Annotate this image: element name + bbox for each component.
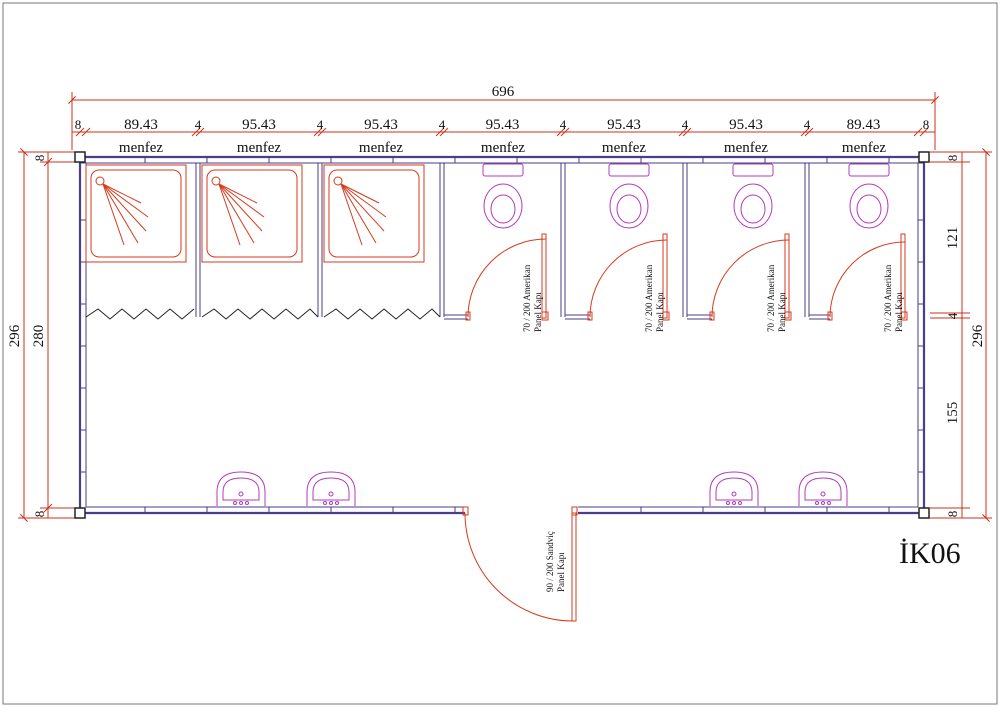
toilet-icon	[608, 163, 650, 229]
wc-door-3	[709, 233, 792, 321]
dim-right-outer: 296	[970, 324, 986, 347]
dim-top-seg-10: 95.43	[607, 117, 641, 133]
shower-2	[201, 164, 303, 263]
dim-top-seg-9: 4	[560, 117, 567, 132]
wc-door-label-4b: Panel Kapı	[894, 292, 904, 332]
wc-door-label-4a: 70 / 200 Amerikan	[883, 264, 893, 332]
dim-right-seg-2: 121	[945, 227, 961, 250]
dim-top-seg-6: 95.43	[364, 117, 398, 133]
entry-door-label-b: Panel Kapı	[556, 552, 566, 592]
sink-icon	[798, 471, 848, 506]
vent-labels: menfez menfez menfez menfez menfez menfez menf…	[119, 140, 886, 156]
shower-head-icon	[95, 176, 105, 186]
vent-label-7: menfez	[842, 140, 886, 156]
dim-top-seg-5: 4	[317, 117, 324, 132]
plan-title: İK06	[899, 537, 961, 570]
wc-stall-2	[587, 163, 670, 321]
top-segment-labels: 8 89.43 4 95.43 4 95.43 4 95.43 4 95.43 4 95.43 4 89.…	[75, 117, 930, 133]
vent-label-6: menfez	[724, 140, 768, 156]
dim-top-seg-4: 95.43	[242, 117, 276, 133]
vent-label-1: menfez	[119, 140, 163, 156]
dim-top-seg-3: 4	[195, 117, 202, 132]
dim-overall-width: 696	[492, 84, 515, 100]
dim-top-seg-14: 89.43	[847, 117, 881, 133]
shower-curtains	[85, 308, 441, 320]
vent-label-4: menfez	[481, 140, 525, 156]
dim-top-seg-13: 4	[804, 117, 811, 132]
wc-door-2	[587, 233, 670, 321]
sink-icon	[709, 471, 759, 506]
toilet-icon	[732, 163, 774, 229]
sinks	[216, 471, 848, 506]
wc-stalls	[465, 163, 908, 321]
toilet-icon	[482, 163, 524, 229]
vent-label-2: menfez	[237, 140, 281, 156]
wc-stall-1	[465, 163, 549, 321]
dim-top-seg-7: 4	[439, 117, 446, 132]
dim-left-bottom: 8	[32, 511, 47, 518]
wc-door-label-1a: 70 / 200 Amerikan	[522, 264, 532, 332]
sink-icon	[216, 471, 266, 506]
top-dimensions	[68, 92, 939, 150]
entry-door	[462, 506, 578, 622]
outer-walls	[74, 151, 930, 519]
wc-door-label-3b: Panel Kapı	[777, 292, 787, 332]
entry-door-label-a: 90 / 200 Sandviç	[545, 531, 555, 592]
dim-top-seg-1: 8	[75, 117, 82, 132]
dim-left-top: 8	[32, 155, 47, 162]
vent-label-3: menfez	[359, 140, 403, 156]
vent-label-5: menfez	[602, 140, 646, 156]
shower-head-icon	[333, 176, 343, 186]
dim-top-seg-15: 8	[923, 117, 930, 132]
right-dimensions	[930, 148, 992, 522]
wc-stall-4	[827, 163, 908, 321]
dim-right-seg-1: 8	[945, 155, 960, 162]
dim-right-seg-3: 4	[945, 312, 960, 319]
partitions	[195, 163, 830, 320]
dim-top-seg-11: 4	[682, 117, 689, 132]
dim-top-seg-2: 89.43	[124, 117, 158, 133]
dim-left-outer: 296	[7, 324, 23, 347]
dim-top-seg-12: 95.43	[729, 117, 763, 133]
shower-1	[85, 164, 187, 263]
wc-door-1	[465, 233, 549, 321]
dim-right-seg-4: 155	[945, 402, 961, 425]
shower-3	[323, 164, 425, 263]
shower-units	[85, 164, 425, 263]
wc-door-label-2a: 70 / 200 Amerikan	[644, 264, 654, 332]
wc-door-4	[827, 233, 908, 321]
toilet-icon	[848, 163, 890, 229]
dim-top-seg-8: 95.43	[486, 117, 520, 133]
shower-head-icon	[211, 176, 221, 186]
dim-right-seg-5: 8	[945, 511, 960, 518]
left-dimensions	[18, 148, 80, 522]
wc-stall-3	[709, 163, 792, 321]
wc-door-label-2b: Panel Kapı	[655, 292, 665, 332]
wc-door-label-3a: 70 / 200 Amerikan	[766, 264, 776, 332]
wc-door-label-1b: Panel Kapı	[533, 292, 543, 332]
dim-left-inner: 280	[31, 325, 47, 348]
sink-icon	[306, 471, 356, 506]
